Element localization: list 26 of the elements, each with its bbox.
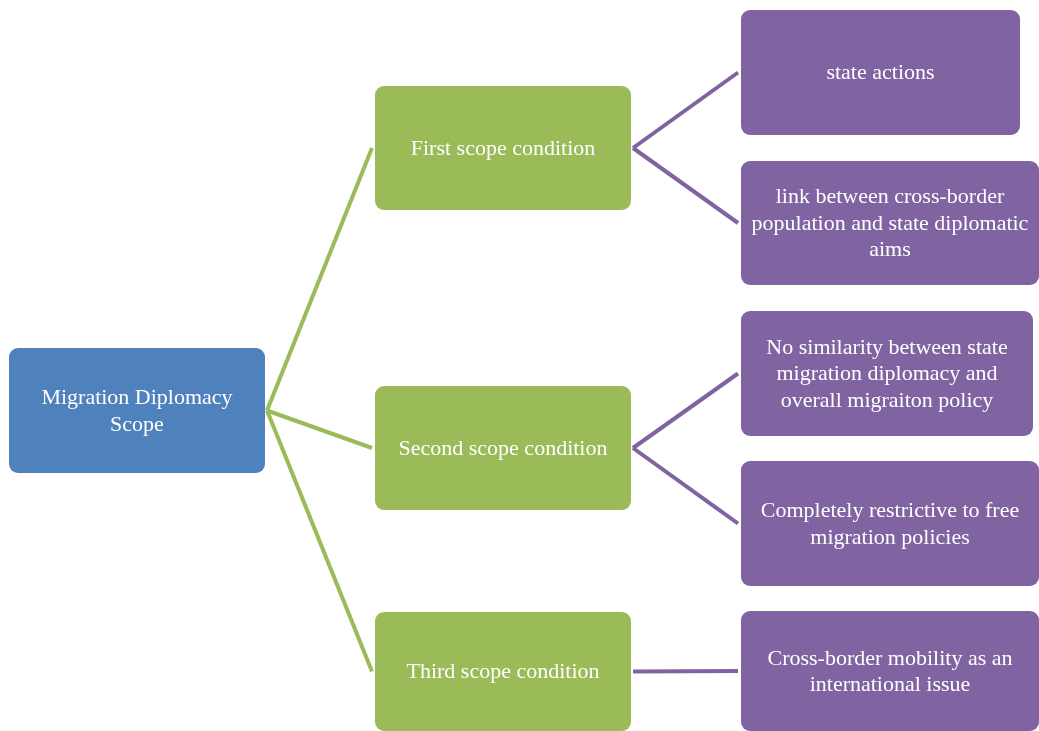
- connector-line: [265, 409, 374, 673]
- rounded-box: [375, 612, 631, 731]
- connector-line: [265, 147, 374, 412]
- box-label: First scope condition: [410, 134, 596, 162]
- box-label: Third scope condition: [406, 658, 600, 685]
- rounded-box: [375, 386, 631, 510]
- rounded-box: [741, 461, 1039, 586]
- connector-line: [631, 146, 740, 225]
- connector-line: [631, 446, 740, 526]
- rounded-box: [741, 311, 1033, 436]
- connector-line: [633, 669, 738, 674]
- box-label: No similarity between state migration diplomacy and overall migraiton policy: [765, 333, 1009, 414]
- box-label: Cross-border mobility as an international issue: [766, 644, 1014, 698]
- rounded-box: [741, 161, 1039, 285]
- rounded-box: [741, 611, 1039, 731]
- box-label: Migration Diplomacy Scope: [40, 384, 234, 437]
- box-label: Completely restrictive to free migration policies: [759, 497, 1021, 550]
- connector-line: [266, 408, 373, 450]
- rounded-box: [741, 10, 1020, 135]
- box-label: Second scope condition: [398, 434, 608, 462]
- connector-line: [631, 371, 740, 450]
- rounded-box: [9, 348, 265, 473]
- box-label: link between cross-border population and state diplomatic aims: [750, 183, 1030, 263]
- box-label: state actions: [826, 59, 935, 86]
- connector-line: [631, 70, 740, 150]
- rounded-box: [375, 86, 631, 210]
